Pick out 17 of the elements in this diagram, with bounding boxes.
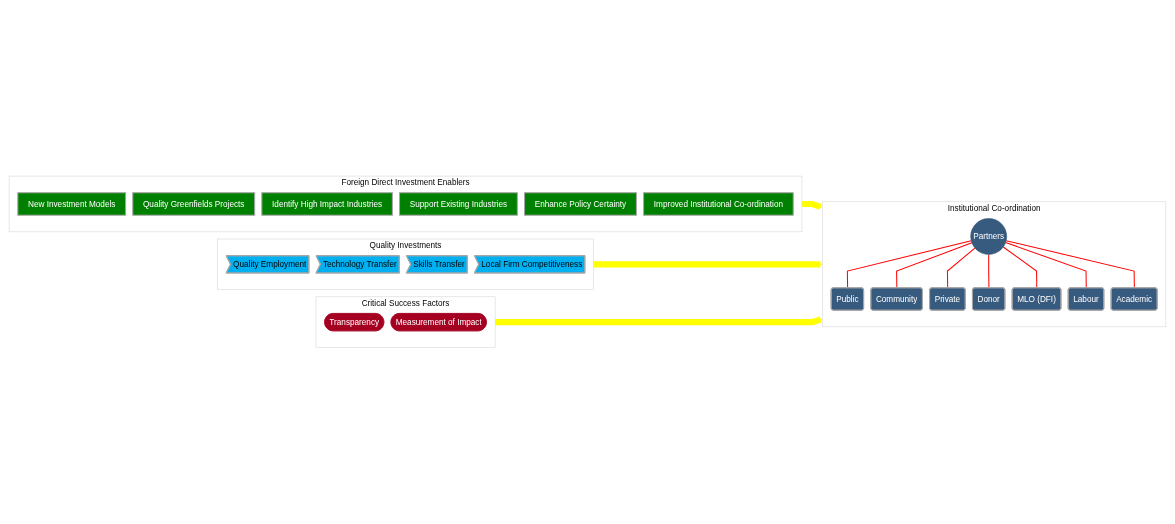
connector — [846, 240, 972, 289]
arrow — [593, 261, 823, 268]
arrow — [495, 316, 823, 326]
node-box: New Investment Models — [17, 192, 127, 216]
node-box: Improved Institutional Co-ordination — [643, 192, 794, 216]
node-circle: Partners — [970, 218, 1007, 255]
node-box: Quality Greenfields Projects — [132, 192, 256, 216]
node-box: Enhance Policy Certainty — [524, 192, 637, 216]
arrow — [801, 201, 823, 210]
connector — [896, 242, 973, 289]
connector — [1005, 240, 1135, 289]
connector — [1005, 242, 1087, 289]
node-box: Identify High Impact Industries — [261, 192, 393, 216]
connector — [1002, 246, 1038, 289]
connector — [946, 247, 976, 289]
node-box: Support Existing Industries — [399, 192, 518, 216]
connector — [988, 254, 990, 289]
